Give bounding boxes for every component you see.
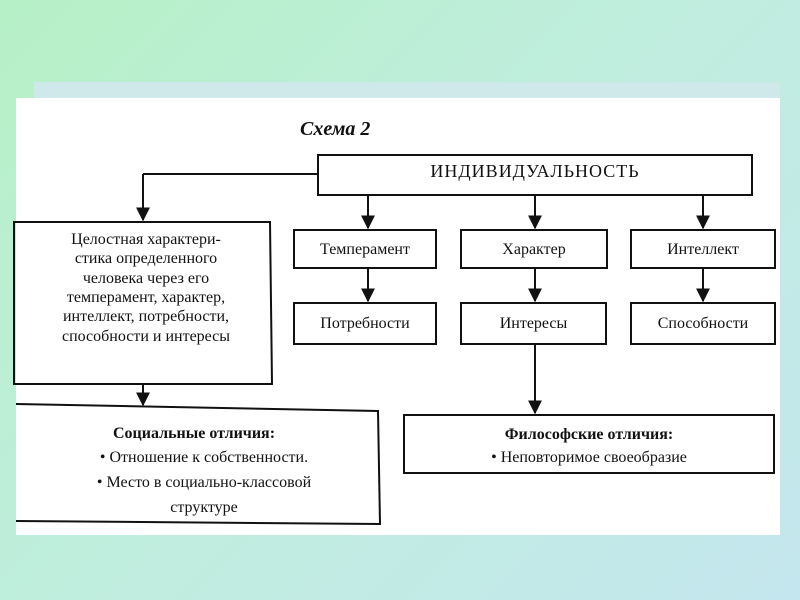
social-differences-title: Социальные отличия: [112, 425, 276, 442]
social-item-structure: структуре [170, 499, 238, 516]
temperament-box [293, 229, 437, 269]
philosophical-box [403, 414, 775, 474]
abilities-box [630, 302, 776, 345]
diagram-sheet [16, 98, 780, 535]
philosophical-item-uniqueness: • Неповторимое своеобразие [491, 449, 687, 466]
needs-label: Потребности [320, 315, 410, 332]
philosophical-differences-title: Философские отличия: [504, 426, 674, 443]
individuality-label: ИНДИВИДУАЛЬНОСТЬ [430, 161, 640, 181]
social-item-property: • Отношение к собственности. [99, 449, 309, 466]
social-box [15, 403, 382, 526]
description-box [13, 221, 274, 385]
intellect-label: Интеллект [667, 241, 739, 258]
needs-box [293, 302, 437, 345]
description-text: Целостная характери- стика определенного… [61, 231, 231, 345]
abilities-label: Способности [657, 315, 749, 332]
interests-box [460, 302, 607, 345]
character-label: Характер [502, 241, 566, 258]
temperament-label: Темперамент [320, 241, 410, 258]
interests-label: Интересы [499, 315, 568, 332]
social-item-class-position: • Место в социально-классовой [96, 474, 312, 491]
scheme-title: Схема 2 [300, 118, 371, 140]
